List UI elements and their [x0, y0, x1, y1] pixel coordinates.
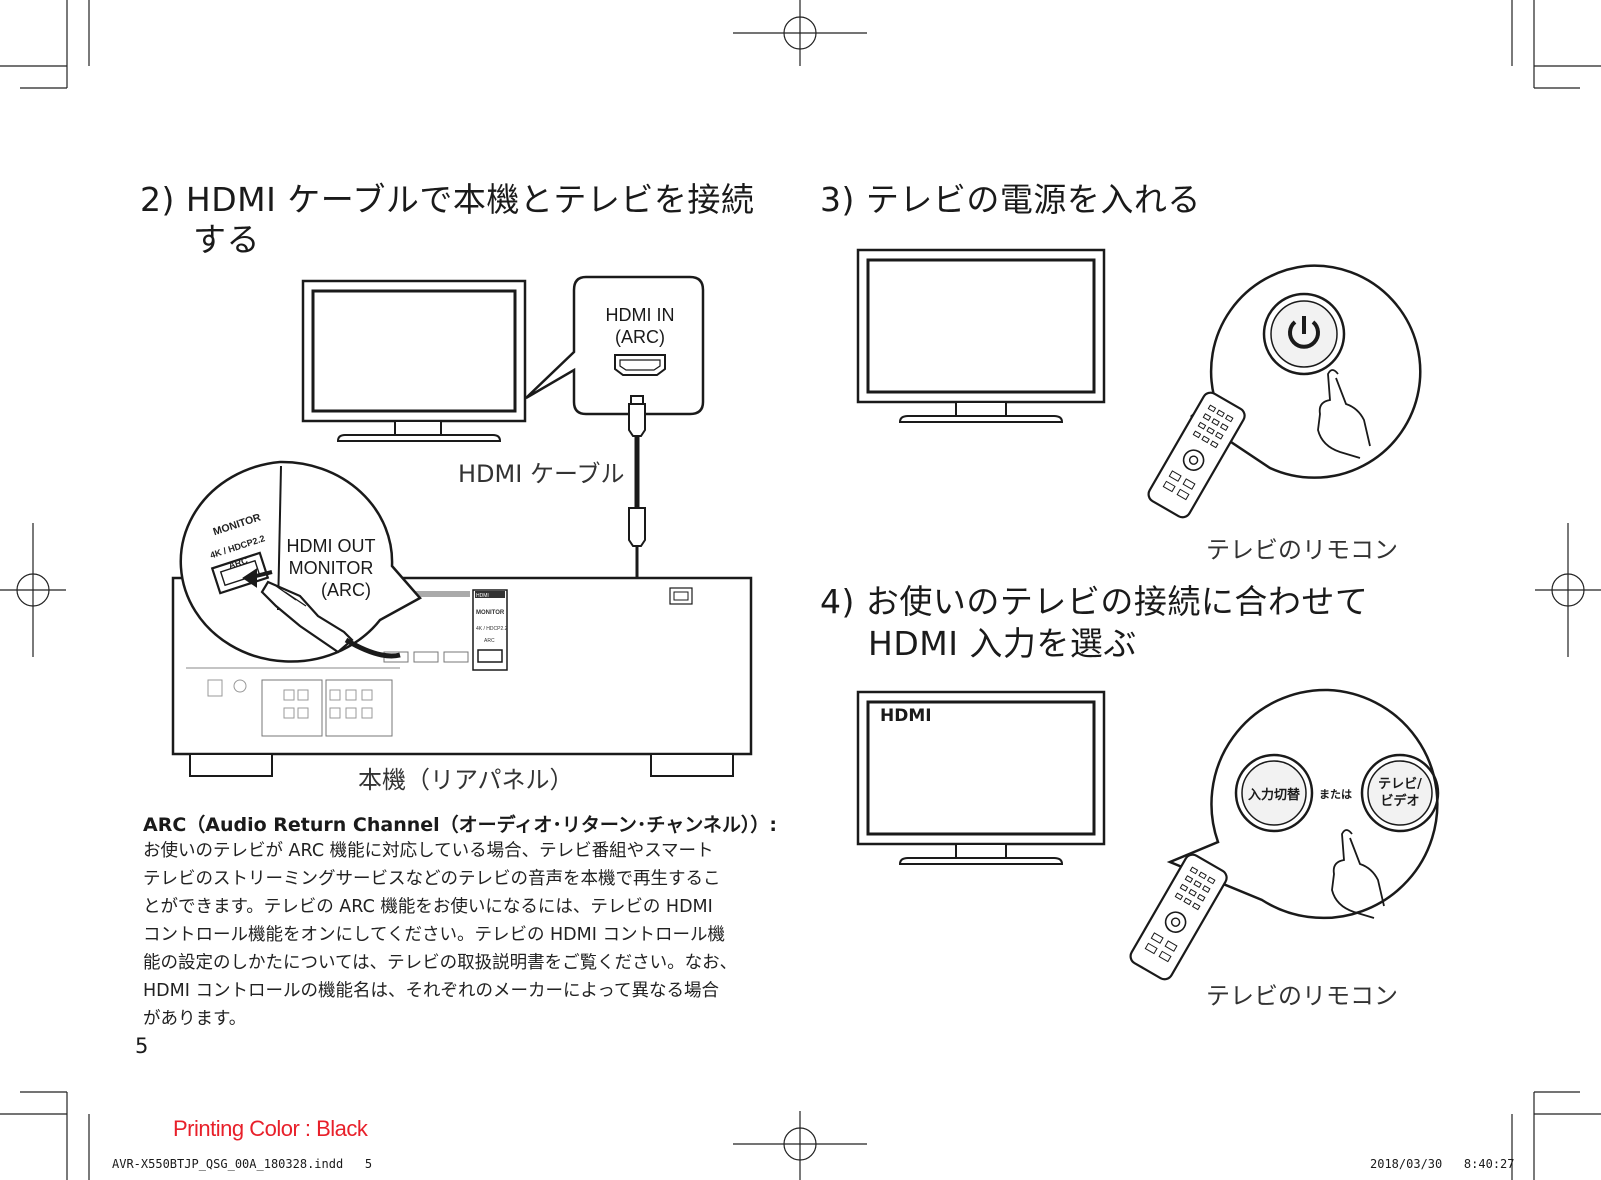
hdmi-cable-label: HDMI ケーブル: [458, 460, 625, 488]
step2-connection-diagram: HDMI MONITOR 4K / HDCP2.2 ARC MONITOR 4K…: [171, 275, 753, 777]
pointing-hand-icon: [1317, 369, 1371, 459]
arc-note-line: とができます。テレビの ARC 機能をお使いになるには、テレビの HDMI: [143, 897, 713, 917]
step2-title-line2: する: [193, 220, 260, 259]
tv-screen-hdmi-text: HDMI: [880, 706, 932, 726]
hdmi-out-line1: HDMI OUT: [286, 536, 376, 556]
hdmi-out-line2: MONITOR: [288, 558, 374, 578]
arc-note-line: HDMI コントロールの機能名は、それぞれのメーカーによって異なる場合: [143, 981, 720, 1001]
arc-note-line: があります。: [143, 1009, 247, 1029]
tv-remote-step3: [1147, 391, 1246, 519]
step2-title-line1: HDMI ケーブルで本機とテレビを接続: [185, 180, 755, 219]
tv-video-button: テレビ/ ビデオ: [1366, 776, 1434, 810]
step4-number: 4): [820, 582, 855, 621]
page-number: 5: [135, 1034, 149, 1058]
tv-illustration-step3: [856, 248, 1106, 423]
input-select-button: 入力切替: [1247, 788, 1300, 803]
port-box-monitor: MONITOR: [476, 610, 505, 616]
hdmi-out-line3: (ARC): [321, 580, 371, 600]
hdmi-in-line1: HDMI IN: [605, 305, 675, 325]
step2-heading: 2) HDMI ケーブルで本機とテレビを接続: [140, 178, 754, 222]
remote-caption-step4: テレビのリモコン: [1206, 982, 1398, 1010]
step3-title: テレビの電源を入れる: [865, 180, 1201, 219]
step4-title-line2: HDMI 入力を選ぶ: [868, 624, 1137, 663]
footer-file-name: AVR-X550BTJP_QSG_00A_180328.indd 5: [112, 1157, 373, 1171]
arc-note-line: コントロール機能をオンにしてください。テレビの HDMI コントロール機: [143, 925, 725, 945]
pointing-hand-icon-step4: [1331, 829, 1385, 919]
rear-panel-caption: 本機（リアパネル）: [358, 766, 574, 794]
remote-caption-step3: テレビのリモコン: [1206, 536, 1398, 564]
step4-input-diagram: [856, 688, 1440, 981]
step3-number: 3): [820, 180, 855, 219]
tv-remote-step4: [1129, 853, 1228, 981]
power-icon: [1288, 320, 1320, 349]
step3-heading: 3) テレビの電源を入れる: [820, 178, 1201, 222]
hdmi-in-label: HDMI IN (ARC): [588, 304, 692, 348]
arc-note-line: 能の設定のしかたについては、テレビの取扱説明書をご覧ください。なお、: [143, 953, 738, 973]
arc-note-line: テレビのストリーミングサービスなどのテレビの音声を本機で再生するこ: [143, 869, 721, 889]
port-box-hdcp: 4K / HDCP2.2: [476, 626, 508, 632]
step3-power-diagram: [856, 248, 1422, 519]
step4-title-line1: お使いのテレビの接続に合わせて: [865, 582, 1369, 621]
tv-illustration: [301, 279, 527, 442]
hdmi-port-icon: [614, 354, 666, 376]
or-text: または: [1319, 788, 1352, 801]
port-box-arc: ARC: [484, 638, 495, 644]
tv-illustration-step4: [856, 690, 1106, 865]
arc-note-body: お使いのテレビが ARC 機能に対応している場合、テレビ番組やスマート テレビの…: [143, 837, 793, 1033]
port-box-header: HDMI: [476, 593, 489, 599]
hdmi-out-label: HDMI OUT MONITOR (ARC): [276, 535, 386, 601]
step2-number: 2): [140, 180, 175, 219]
hdmi-in-line2: (ARC): [615, 327, 665, 347]
arc-note-title: ARC（Audio Return Channel（オーディオ･リターン･チャンネ…: [143, 814, 777, 836]
arc-note-line: お使いのテレビが ARC 機能に対応している場合、テレビ番組やスマート: [143, 841, 714, 861]
step4-heading: 4) お使いのテレビの接続に合わせて: [820, 580, 1368, 624]
tv-video-line1: テレビ/: [1378, 777, 1422, 792]
printing-color-note: Printing Color : Black: [173, 1116, 368, 1141]
tv-video-line2: ビデオ: [1380, 794, 1420, 809]
footer-timestamp: 2018/03/30 8:40:27: [1370, 1157, 1515, 1171]
hdmi-out-magnifier: [179, 460, 422, 663]
